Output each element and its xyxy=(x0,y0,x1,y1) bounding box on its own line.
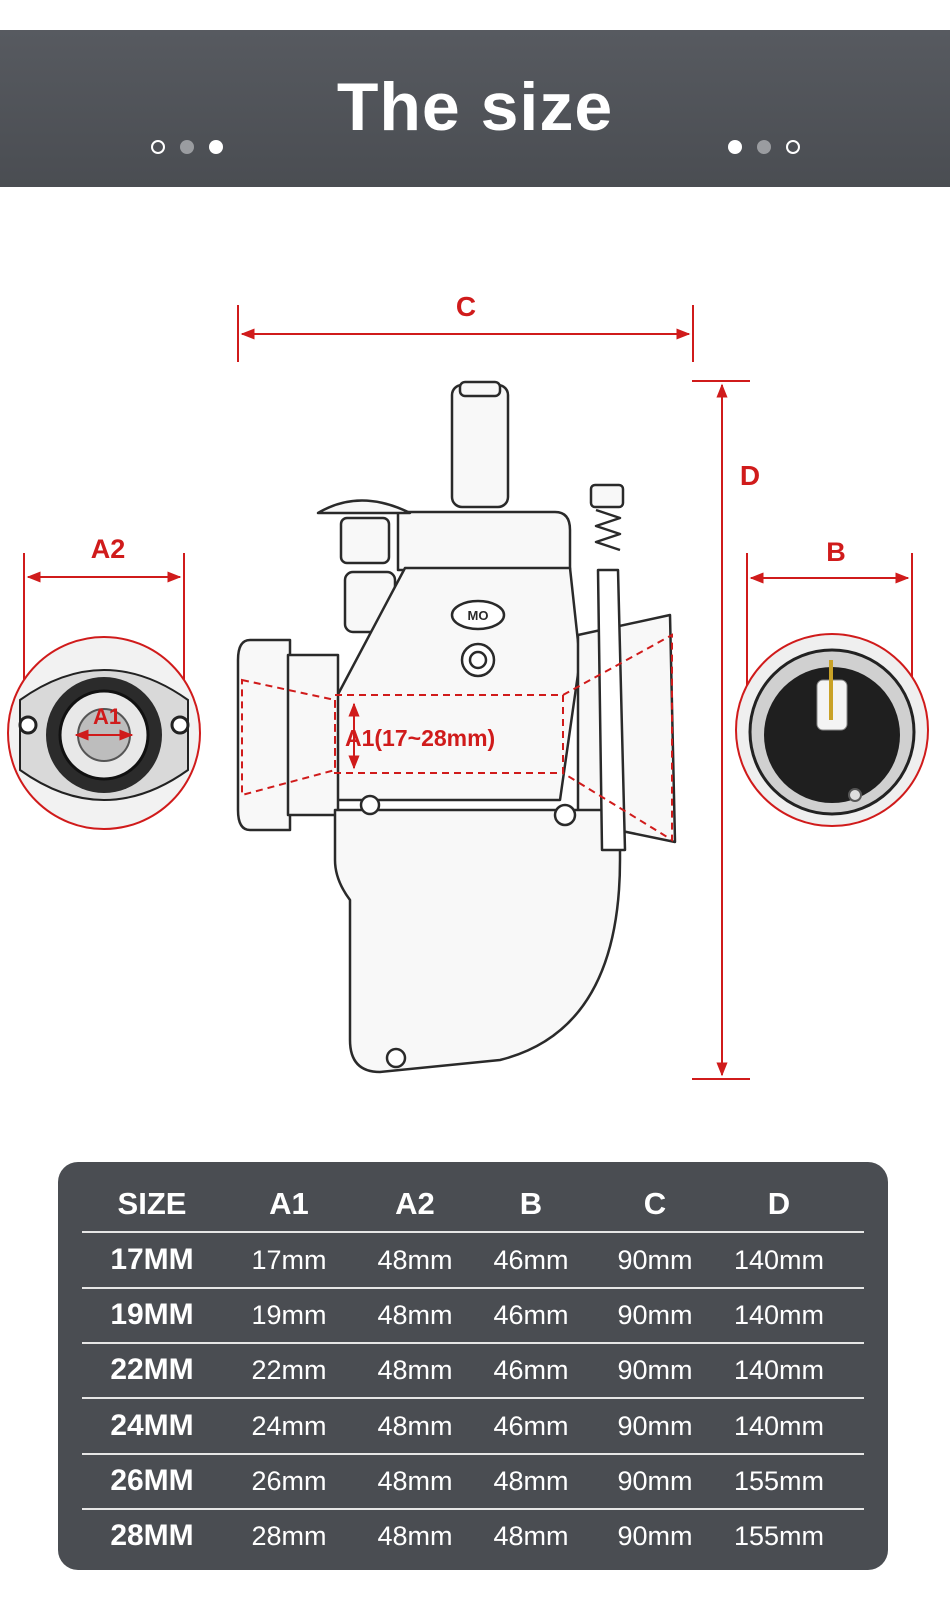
table-cell-d: 140mm xyxy=(733,1411,825,1441)
table-cell-a1: 28mm xyxy=(251,1521,327,1551)
table-cell-c: 90mm xyxy=(617,1466,693,1496)
table-cell-d: 155mm xyxy=(733,1466,825,1496)
table-cell-a2: 48mm xyxy=(377,1411,453,1441)
table-cell-b: 46mm xyxy=(493,1300,569,1330)
table-header-c: C xyxy=(643,1186,667,1221)
table-divider xyxy=(82,1231,864,1233)
table-cell-c: 90mm xyxy=(617,1245,693,1275)
table-divider xyxy=(82,1342,864,1344)
size-table: SIZE A1 A2 B C D 17MM 17mm 48mm 46mm 90m… xyxy=(58,1162,888,1570)
dimension-d: D xyxy=(692,380,760,1080)
table-cell-d: 140mm xyxy=(733,1300,825,1330)
table-cell-a1: 26mm xyxy=(251,1466,327,1496)
table-divider xyxy=(82,1397,864,1399)
outlet-bore-inset xyxy=(735,633,929,827)
inlet-flange-inset: A1 xyxy=(7,636,201,830)
table-cell-size: 17MM xyxy=(110,1243,194,1276)
decor-dot-grey xyxy=(757,140,771,154)
table-cell-b: 46mm xyxy=(493,1411,569,1441)
table-cell-c: 90mm xyxy=(617,1411,693,1441)
dimension-a2: A2 xyxy=(23,534,185,700)
table-cell-a2: 48mm xyxy=(377,1521,453,1551)
table-cell-size: 22MM xyxy=(110,1353,194,1386)
decor-dot-grey xyxy=(180,140,194,154)
table-cell-b: 46mm xyxy=(493,1355,569,1385)
table-cell-a2: 48mm xyxy=(377,1245,453,1275)
table-divider xyxy=(82,1287,864,1289)
brand-logo: MO xyxy=(468,608,489,623)
table-header-size: SIZE xyxy=(117,1186,187,1221)
table-cell-d: 140mm xyxy=(733,1355,825,1385)
table-cell-c: 90mm xyxy=(617,1300,693,1330)
label-b: B xyxy=(826,537,846,567)
table-divider xyxy=(82,1508,864,1510)
table-cell-a1: 17mm xyxy=(251,1245,327,1275)
label-d: D xyxy=(740,460,760,491)
carburetor-dimension-diagram: C D A2 A1 B xyxy=(7,291,929,1080)
table-header-a1: A1 xyxy=(269,1186,309,1221)
label-a1-range: A1(17~28mm) xyxy=(345,725,495,751)
table-cell-d: 140mm xyxy=(733,1245,825,1275)
table-cell-d: 155mm xyxy=(733,1521,825,1551)
table-cell-a2: 48mm xyxy=(377,1300,453,1330)
table-header-b: B xyxy=(519,1186,543,1221)
decor-dot-white xyxy=(209,140,223,154)
table-cell-c: 90mm xyxy=(617,1521,693,1551)
page-title: The size xyxy=(336,69,614,145)
table-divider xyxy=(82,1453,864,1455)
table-header-a2: A2 xyxy=(395,1186,435,1221)
table-cell-size: 19MM xyxy=(110,1298,194,1331)
table-cell-a1: 19mm xyxy=(251,1300,327,1330)
label-a1-small: A1 xyxy=(93,704,121,729)
table-header-d: D xyxy=(767,1186,791,1221)
label-c: C xyxy=(456,291,476,322)
dimension-c: C xyxy=(237,291,694,362)
table-cell-a1: 24mm xyxy=(251,1411,327,1441)
table-cell-a2: 48mm xyxy=(377,1355,453,1385)
table-cell-size: 26MM xyxy=(110,1464,194,1497)
header-banner: The size xyxy=(0,30,950,187)
table-cell-a2: 48mm xyxy=(377,1466,453,1496)
label-a2: A2 xyxy=(91,534,126,564)
decor-dot-hollow xyxy=(786,140,800,154)
decor-dot-hollow xyxy=(151,140,165,154)
dimension-b: B xyxy=(746,537,913,700)
carburetor-body xyxy=(236,380,677,1074)
bore-guide-lines xyxy=(241,633,673,842)
table-cell-b: 48mm xyxy=(493,1466,569,1496)
decor-dot-white xyxy=(728,140,742,154)
table-cell-b: 46mm xyxy=(493,1245,569,1275)
table-cell-a1: 22mm xyxy=(251,1355,327,1385)
table-cell-b: 48mm xyxy=(493,1521,569,1551)
table-cell-size: 24MM xyxy=(110,1409,194,1442)
table-cell-size: 28MM xyxy=(110,1519,194,1552)
table-cell-c: 90mm xyxy=(617,1355,693,1385)
